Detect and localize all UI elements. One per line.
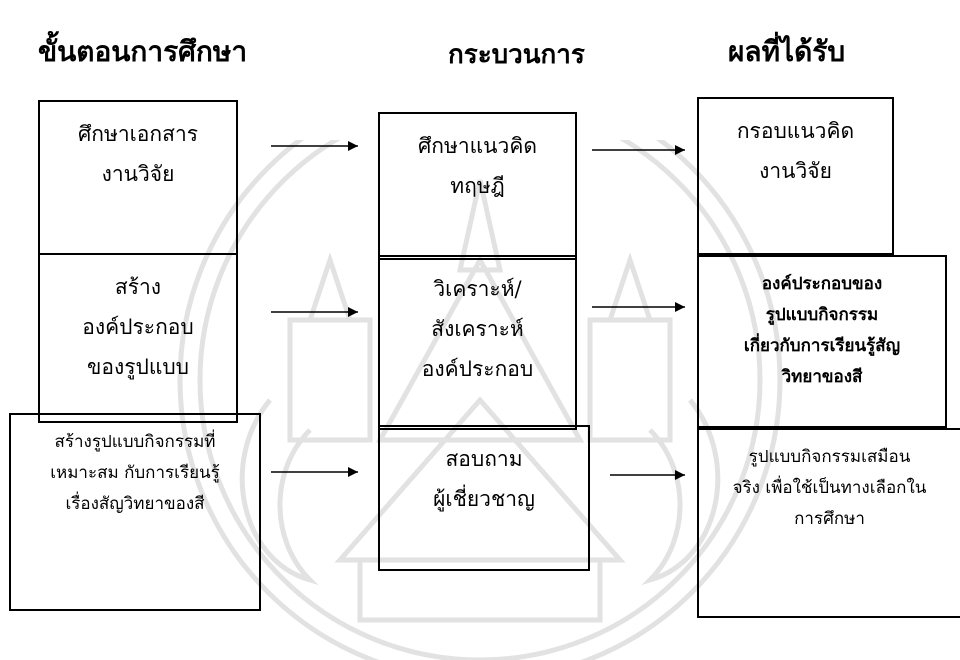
watermark-seal — [177, 140, 783, 660]
result-text: งานวิจัย — [759, 159, 832, 183]
result-text: องค์ประกอบของ — [761, 274, 883, 294]
step-text: องค์ประกอบ — [82, 315, 194, 339]
step-text: เหมาะสม กับการเรียนรู้ — [50, 463, 220, 483]
step-text: สร้างรูปแบบกิจกรรมที่ — [54, 432, 216, 452]
process-text: สอบถาม — [445, 447, 523, 471]
process-text: วิเคราะห์/ — [433, 277, 522, 301]
header-results: ผลที่ได้รับ — [728, 35, 846, 68]
process-box-study-theory: ศึกษาแนวคิด ทฤษฎี — [378, 112, 577, 260]
result-box-conceptual-framework: กรอบแนวคิด งานวิจัย — [697, 97, 894, 255]
result-text: กรอบแนวคิด — [736, 119, 855, 143]
step-box-build-activity-model: สร้างรูปแบบกิจกรรมที่ เหมาะสม กับการเรีย… — [9, 413, 261, 611]
process-box-analyze-synthesize: วิเคราะห์/ สังเคราะห์ องค์ประกอบ — [378, 255, 577, 430]
process-text: สังเคราะห์ — [431, 317, 524, 341]
result-text: วิทยาของสี — [781, 367, 863, 387]
step-box-study-documents: ศึกษาเอกสาร งานวิจัย — [38, 100, 238, 255]
result-text: เกี่ยวกับการเรียนรู้สัญ — [743, 336, 901, 356]
header-steps: ขั้นตอนการศึกษา — [38, 35, 248, 68]
process-text: ศึกษาแนวคิด — [417, 134, 538, 158]
process-text: ทฤษฎี — [450, 174, 505, 198]
result-text: การศึกษา — [794, 509, 865, 529]
result-text: จริง เพื่อใช้เป็นทางเลือกใน — [732, 478, 927, 498]
step-text: เรื่องสัญวิทยาของสี — [65, 494, 205, 514]
step-text: ศึกษาเอกสาร — [77, 122, 199, 146]
result-text: รูปแบบกิจกรรม — [765, 305, 879, 325]
step-box-build-components: สร้าง องค์ประกอบ ของรูปแบบ — [38, 253, 238, 423]
result-text: รูปแบบกิจกรรมเสมือน — [748, 447, 911, 467]
process-text: องค์ประกอบ — [421, 357, 534, 381]
step-text: ของรูปแบบ — [86, 355, 190, 379]
result-box-activity-components: องค์ประกอบของ รูปแบบกิจกรรม เกี่ยวกับการ… — [697, 255, 947, 428]
flow-arrows — [271, 141, 685, 480]
step-text: งานวิจัย — [101, 162, 175, 186]
result-box-virtual-activity-model: รูปแบบกิจกรรมเสมือน จริง เพื่อใช้เป็นทาง… — [697, 428, 960, 618]
header-process: กระบวนการ — [448, 40, 585, 70]
step-text: สร้าง — [114, 275, 162, 299]
process-box-ask-experts: สอบถาม ผู้เชี่ยวชาญ — [378, 425, 590, 571]
process-text: ผู้เชี่ยวชาญ — [433, 487, 535, 511]
